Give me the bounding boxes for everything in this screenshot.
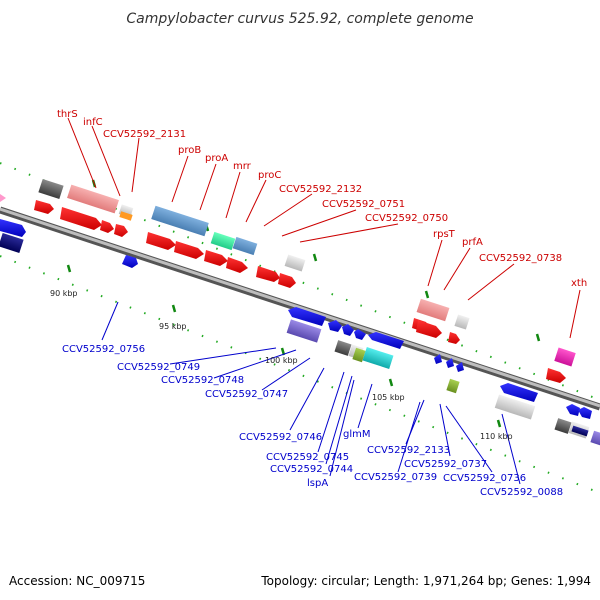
scale-labels: 90 kbp 95 kbp 100 kbp 105 kbp 110 kbp [50, 289, 513, 441]
gene-label: thrS [57, 109, 78, 120]
reverse-strand-features [0, 219, 600, 446]
forward-strand-features [0, 178, 576, 383]
gene-label: xth [571, 278, 587, 289]
gene-label: CCV52592_2131 [103, 129, 186, 140]
map-title: Campylobacter curvus 525.92, complete ge… [126, 11, 473, 27]
gene-label: CCV52592_0088 [480, 487, 563, 498]
accession-label: Accession: NC_009715 [9, 574, 145, 588]
reverse-leader-lines [101, 301, 521, 485]
gene-label: infC [83, 117, 103, 128]
gene-label: rpsT [433, 229, 456, 240]
gene-label: CCV52592_0739 [354, 472, 437, 483]
gene-label: CCV52592_0745 [266, 452, 349, 463]
gene-label: CCV52592_0751 [322, 199, 405, 210]
gene-label: CCV52592_0736 [443, 473, 526, 484]
forward-leader-lines [67, 117, 581, 339]
forward-gene-labels: thrS infC CCV52592_2131 proB proA mrr pr… [57, 109, 587, 289]
gene-label: CCV52592_0737 [404, 459, 487, 470]
scale-label: 90 kbp [50, 289, 78, 298]
gene-label: glmM [343, 429, 371, 440]
genome-summary: Topology: circular; Length: 1,971,264 bp… [260, 574, 591, 588]
gene-label: CCV52592_0748 [161, 375, 244, 386]
gene-label: proC [258, 170, 281, 181]
gene-label: CCV52592_0749 [117, 362, 200, 373]
gene-label: prfA [462, 237, 483, 248]
gene-label: CCV52592_2132 [279, 184, 362, 195]
gene-label: lspA [307, 478, 328, 489]
scale-label: 110 kbp [480, 432, 513, 441]
scale-label: 105 kbp [372, 393, 405, 402]
gene-label: mrr [233, 161, 252, 172]
gene-label: CCV52592_0747 [205, 389, 288, 400]
major-ticks [66, 179, 541, 428]
gene-label: CCV52592_0756 [62, 344, 145, 355]
reverse-gene-labels: CCV52592_0756 CCV52592_0749 CCV52592_074… [62, 344, 563, 498]
gene-label: CCV52592_2133 [367, 445, 450, 456]
gene-label: CCV52592_0750 [365, 213, 448, 224]
gene-label: CCV52592_0738 [479, 253, 562, 264]
gene-label: CCV52592_0746 [239, 432, 322, 443]
gene-label: CCV52592_0744 [270, 464, 353, 475]
gene-label: proA [205, 153, 228, 164]
scale-label: 95 kbp [159, 322, 187, 331]
genome-backbone [0, 206, 600, 411]
scale-label: 100 kbp [265, 356, 298, 365]
gene-label: proB [178, 145, 201, 156]
